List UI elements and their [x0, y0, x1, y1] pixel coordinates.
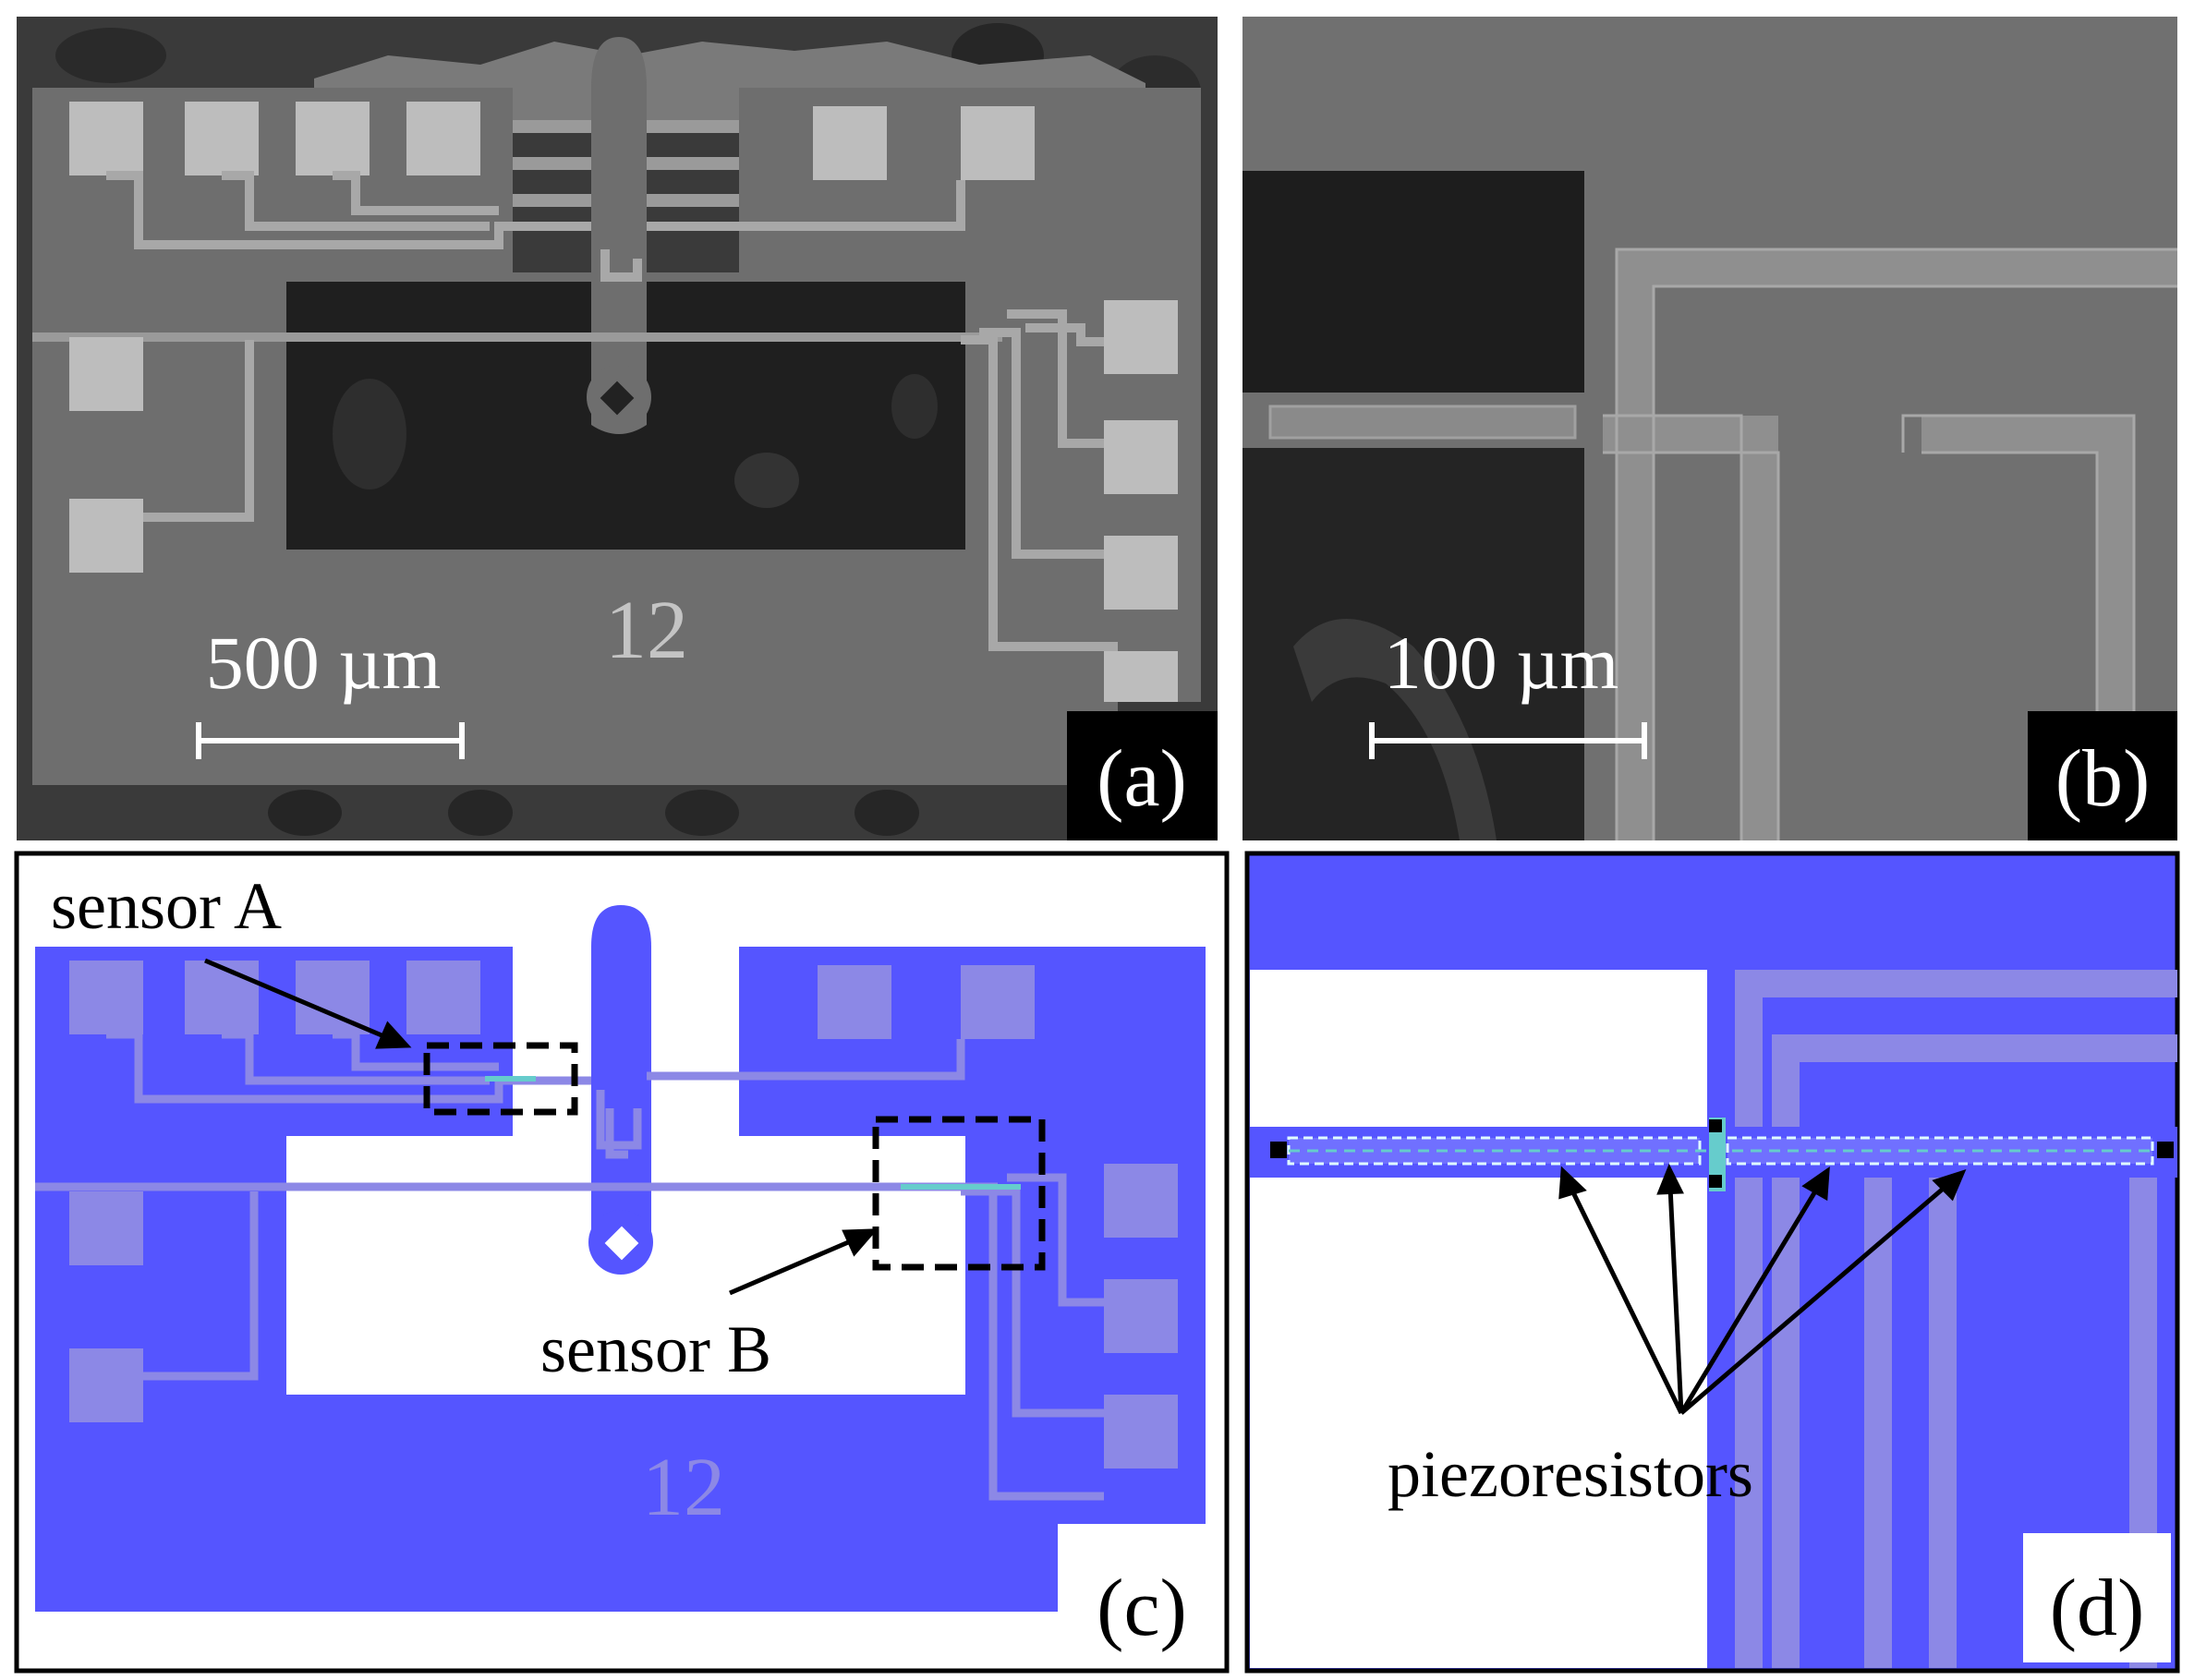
- piezoresistor-arrows: [1558, 1163, 1967, 1415]
- panel-label-b: (b): [2055, 734, 2151, 824]
- panel-b: 100 µm (b): [1242, 17, 2177, 840]
- panel-label-box-c: [1072, 1533, 1210, 1662]
- panel-c: 12 sensor A sensor B (c): [14, 851, 1230, 1674]
- panel-d: piezoresistors (d): [1244, 851, 2180, 1674]
- panel-label-box-b: [2028, 711, 2177, 840]
- scalebar-label-b: 100 µm: [1384, 621, 1619, 705]
- panel-label-box-a: [1067, 711, 1218, 840]
- panel-label-a: (a): [1097, 734, 1187, 824]
- sensor-b-box: [872, 1116, 1046, 1271]
- sensor-a-arrow: [204, 958, 412, 1049]
- sensor-a-label: sensor A: [51, 869, 282, 943]
- panel-label-c: (c): [1097, 1564, 1187, 1653]
- chip-number-sem: 12: [605, 585, 688, 676]
- panel-label-box-d: [2023, 1533, 2171, 1662]
- scalebar-a: [196, 722, 465, 759]
- panel-a: 12 500 µm (a): [17, 17, 1218, 840]
- piezoresistors-label: piezoresistors: [1388, 1437, 1753, 1511]
- panel-label-d: (d): [2050, 1564, 2145, 1653]
- scalebar-b: [1369, 722, 1647, 759]
- sensor-b-arrow: [729, 1228, 879, 1296]
- chip-number-layout: 12: [642, 1442, 725, 1533]
- sensor-a-box: [423, 1042, 578, 1116]
- scalebar-label-a: 500 µm: [206, 621, 442, 705]
- sensor-b-label: sensor B: [540, 1312, 771, 1386]
